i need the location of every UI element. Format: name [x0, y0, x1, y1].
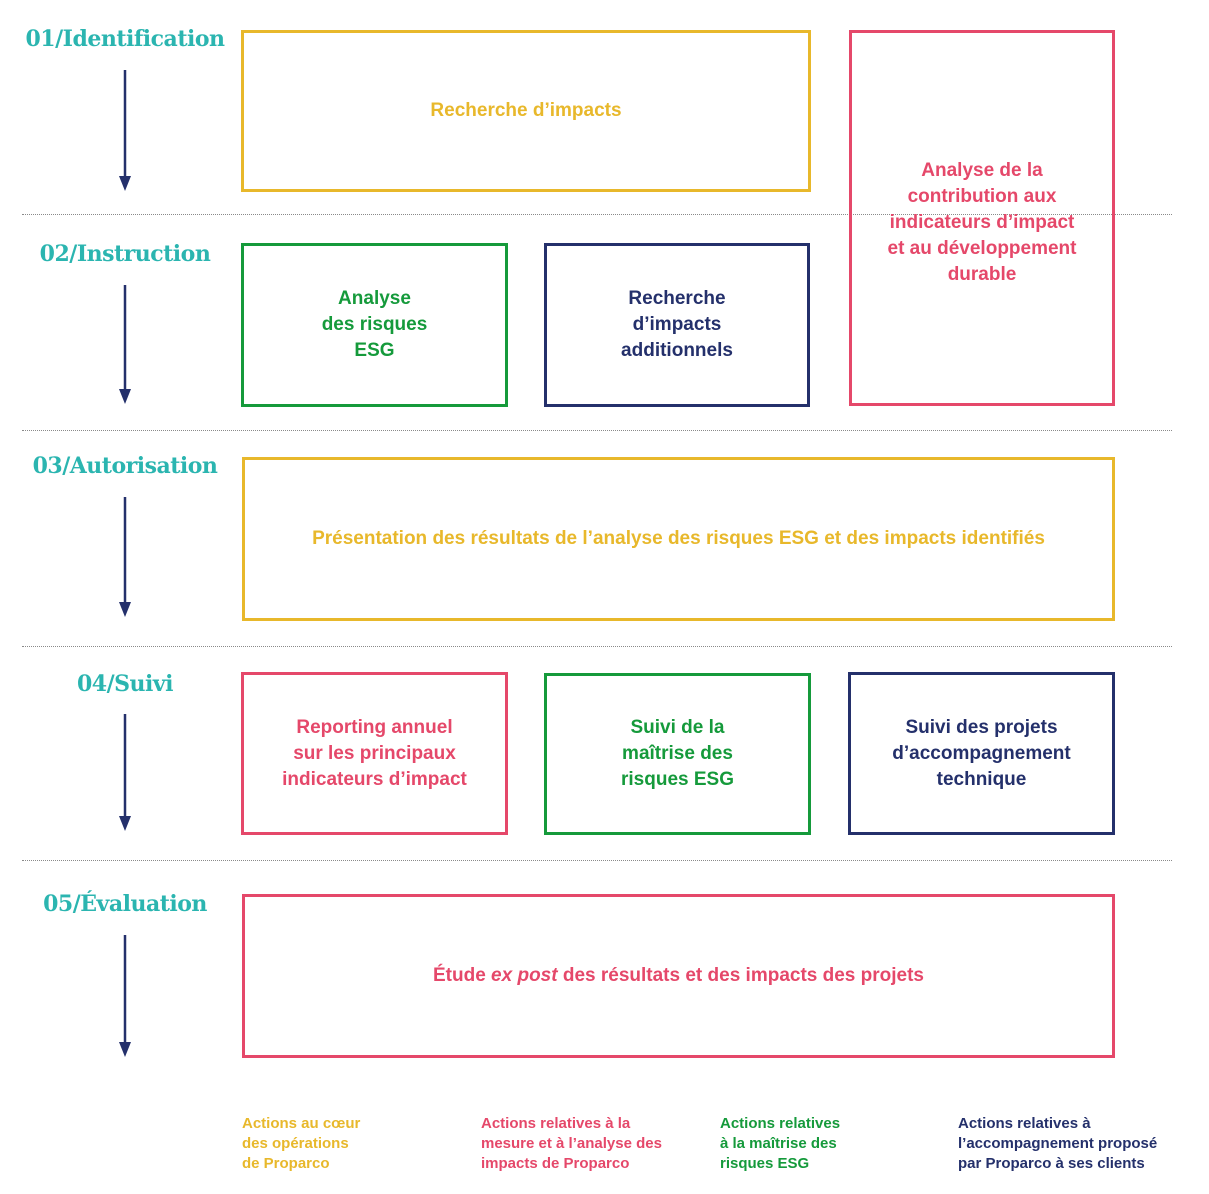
stage-separator: / — [62, 453, 70, 479]
box-analyse-contribution: Analyse de la contribution aux indicateu… — [849, 30, 1115, 406]
box-text-line: ESG — [354, 340, 395, 361]
legend-item-maitrise-risques: Actions relatives à la maîtrise des risq… — [720, 1114, 840, 1174]
legend-text-line: des opérations — [242, 1135, 349, 1152]
legend-item-accompagnement: Actions relatives à l’accompagnement pro… — [958, 1114, 1157, 1174]
arrow-down-icon — [119, 497, 131, 617]
arrow-down-icon — [119, 935, 131, 1057]
stage-number: 05 — [43, 891, 73, 917]
box-text: Recherche d’impacts — [430, 100, 622, 121]
legend-text-line: impacts de Proparco — [481, 1155, 630, 1172]
stage-label-autorisation: 03/Autorisation — [20, 453, 230, 479]
box-text-line: technique — [936, 768, 1027, 790]
box-etude-ex-post: Étude ex post des résultats et des impac… — [242, 894, 1115, 1058]
legend-text-line: Actions relatives à la — [481, 1115, 631, 1132]
legend-text-line: Actions relatives à — [958, 1115, 1091, 1132]
box-text-line: indicateurs d’impact — [889, 212, 1075, 233]
box-text-line: d’impacts — [632, 314, 722, 335]
stage-label-evaluation: 05/Évaluation — [20, 891, 230, 917]
legend-item-coeur-operations: Actions au cœur des opérations de Propar… — [242, 1114, 360, 1174]
box-text-line: d’accompagnement — [892, 742, 1071, 764]
box-text-line: Recherche — [628, 288, 726, 309]
arrow-down-icon — [119, 70, 131, 191]
stage-separator: / — [69, 241, 77, 267]
box-text-line: maîtrise des — [622, 743, 733, 764]
box-text-line: indicateurs d’impact — [282, 768, 467, 790]
box-text-after: des résultats et des impacts des projets — [557, 965, 924, 986]
stage-number: 02 — [39, 241, 70, 267]
legend-text-line: l’accompagnement proposé — [958, 1135, 1158, 1152]
box-text-line: additionnels — [621, 340, 733, 361]
stage-divider — [22, 430, 1172, 431]
stage-number: 03 — [32, 453, 63, 479]
stage-divider — [22, 214, 1172, 215]
box-recherche-impacts: Recherche d’impacts — [241, 30, 811, 192]
box-text-emphasis: ex post — [491, 965, 558, 986]
stage-separator: / — [106, 671, 115, 697]
box-presentation-resultats: Présentation des résultats de l’analyse … — [242, 457, 1115, 621]
box-text: Présentation des résultats de l’analyse … — [312, 528, 1045, 549]
stage-name: Suivi — [114, 671, 174, 697]
stage-separator: / — [55, 26, 63, 52]
box-text-line: et au développement — [887, 238, 1077, 259]
stage-label-instruction: 02/Instruction — [20, 241, 230, 267]
box-text-line: risques ESG — [621, 769, 734, 790]
legend-text-line: par Proparco à ses clients — [958, 1155, 1145, 1172]
stage-separator: / — [72, 891, 81, 917]
stage-divider — [22, 646, 1172, 647]
legend-text-line: de Proparco — [242, 1155, 330, 1172]
stage-number: 04 — [76, 671, 107, 697]
box-text-line: Reporting annuel — [296, 716, 453, 738]
stage-name: Évaluation — [80, 891, 207, 917]
box-text-line: Suivi de la — [630, 717, 725, 738]
legend-text-line: Actions relatives — [720, 1115, 841, 1132]
box-analyse-risques-esg: Analyse des risques ESG — [241, 243, 508, 407]
box-text-line: Suivi des projets — [905, 716, 1058, 738]
legend-text-line: risques ESG — [720, 1155, 810, 1172]
stage-divider — [22, 860, 1172, 861]
box-reporting-annuel: Reporting annuel sur les principaux indi… — [241, 672, 508, 835]
box-text-before: Étude — [432, 965, 492, 986]
box-text-line: Analyse de la — [921, 160, 1043, 181]
stage-name: Autorisation — [69, 453, 218, 479]
stage-name: Instruction — [76, 241, 211, 267]
stage-number: 01 — [25, 26, 56, 52]
arrow-down-icon — [119, 714, 131, 831]
legend-text-line: Actions au cœur — [242, 1115, 361, 1132]
box-text-line: contribution aux — [907, 186, 1057, 207]
legend-text-line: mesure et à l’analyse des — [481, 1135, 662, 1152]
stage-label-suivi: 04/Suivi — [20, 671, 230, 697]
stage-name: Identification — [62, 26, 225, 52]
legend-item-mesure-impacts: Actions relatives à la mesure et à l’ana… — [481, 1114, 662, 1174]
box-recherche-impacts-additionnels: Recherche d’impacts additionnels — [544, 243, 810, 407]
box-suivi-projets-accompagnement: Suivi des projets d’accompagnement techn… — [848, 672, 1115, 835]
box-text-line: des risques — [321, 314, 428, 335]
arrow-down-icon — [119, 285, 131, 404]
box-text-line: sur les principaux — [293, 742, 456, 764]
box-suivi-maitrise-risques: Suivi de la maîtrise des risques ESG — [544, 673, 811, 835]
box-text-line: durable — [947, 264, 1017, 285]
legend-text-line: à la maîtrise des — [720, 1135, 837, 1152]
box-text-line: Analyse — [338, 288, 411, 309]
stage-label-identification: 01/Identification — [20, 26, 230, 52]
